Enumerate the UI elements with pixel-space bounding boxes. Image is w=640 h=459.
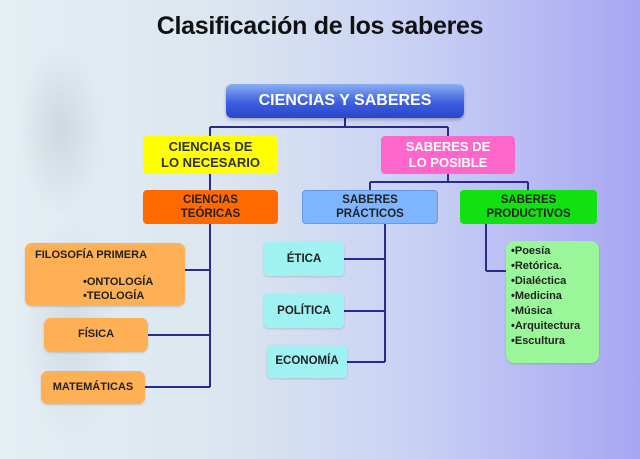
- filosofia-teologia: •TEOLOGÍA: [83, 290, 145, 303]
- node-saberes-productivos-line2: PRODUCTIVOS: [486, 208, 571, 220]
- list-item-musica: •Música: [511, 305, 553, 317]
- node-ciencias-necesario-line2: LO NECESARIO: [161, 155, 260, 170]
- root-node: CIENCIAS Y SABERES: [226, 84, 464, 118]
- node-fisica-label: FÍSICA: [77, 328, 115, 341]
- node-saberes-posible-line1: SABERES DE: [405, 138, 491, 154]
- node-saberes-productivos: SABERES PRODUCTIVOS: [460, 190, 597, 224]
- list-item-retorica: •Retórica.: [511, 260, 562, 272]
- list-item-poesia: •Poesía: [511, 245, 551, 257]
- node-etica: ÉTICA: [264, 242, 344, 276]
- node-matematicas-label: MATEMÁTICAS: [52, 380, 134, 393]
- node-economia: ECONOMÍA: [267, 345, 347, 378]
- node-etica-label: ÉTICA: [286, 252, 322, 265]
- node-ciencias-teoricas-line2: TEÓRICAS: [180, 208, 241, 220]
- node-saberes-practicos-line1: SABERES: [342, 193, 398, 206]
- node-fisica: FÍSICA: [44, 318, 148, 352]
- node-ciencias-necesario: CIENCIAS DE LO NECESARIO: [143, 136, 278, 174]
- node-saberes-posible-line2: LO POSIBLE: [408, 155, 488, 170]
- filosofia-ontologia: •ONTOLOGÍA: [83, 275, 154, 288]
- node-saberes-practicos: SABERES PRÁCTICOS: [302, 190, 438, 224]
- node-politica: POLÍTICA: [264, 294, 344, 328]
- page-title: Clasificación de los saberes: [156, 12, 484, 40]
- node-economia-label: ECONOMÍA: [275, 355, 339, 368]
- node-saberes-practicos-line2: PRÁCTICOS: [336, 208, 404, 220]
- node-productivos-list: •Poesía •Retórica. •Dialéctica •Medicina…: [506, 241, 599, 363]
- node-ciencias-teoricas: CIENCIAS TEÓRICAS: [143, 190, 278, 224]
- list-item-arquitectura: •Arquitectura: [511, 320, 581, 332]
- node-saberes-posible: SABERES DE LO POSIBLE: [381, 136, 515, 174]
- filosofia-title: FILOSOFÍA PRIMERA: [35, 249, 148, 261]
- node-matematicas: MATEMÁTICAS: [41, 371, 145, 404]
- node-ciencias-necesario-line1: CIENCIAS DE: [168, 138, 253, 154]
- node-ciencias-teoricas-line1: CIENCIAS: [183, 193, 238, 206]
- list-item-medicina: •Medicina: [511, 290, 562, 302]
- list-item-escultura: •Escultura: [511, 335, 565, 347]
- root-label: CIENCIAS Y SABERES: [258, 92, 432, 109]
- list-item-dialectica: •Dialéctica: [511, 275, 567, 287]
- node-saberes-productivos-line1: SABERES: [500, 193, 557, 206]
- node-politica-label: POLÍTICA: [277, 304, 331, 317]
- node-filosofia-primera: FILOSOFÍA PRIMERA •ONTOLOGÍA •TEOLOGÍA: [25, 243, 185, 306]
